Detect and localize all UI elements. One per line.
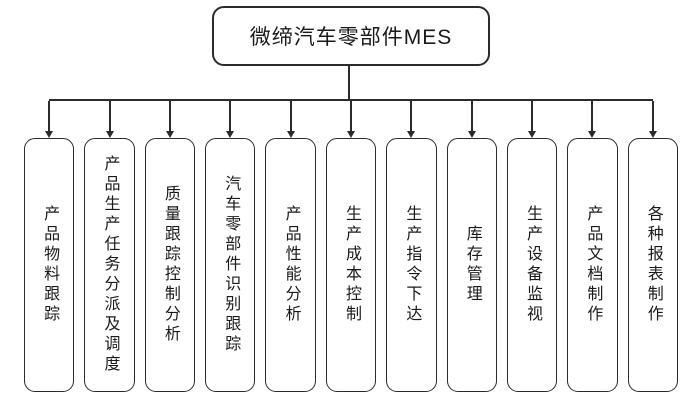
module-label: 各种报表制作 (644, 205, 662, 325)
module-column: 汽车零部件识别跟踪 (205, 101, 256, 392)
module-box: 生产指令下达 (386, 138, 437, 392)
arrowhead-down-icon (226, 131, 235, 138)
connector-bus-line (49, 99, 653, 101)
module-label: 产品性能分析 (282, 205, 300, 325)
connector-stem (289, 101, 292, 131)
arrowhead-down-icon (346, 131, 355, 138)
module-column: 生产成本控制 (325, 101, 377, 392)
connector-stem (229, 101, 232, 131)
connector-trunk-line (348, 64, 350, 101)
module-label: 生产指令下达 (403, 205, 421, 325)
module-label: 产品生产任务分派及调度 (101, 155, 119, 375)
module-box: 产品物料跟踪 (24, 138, 75, 392)
arrowhead-down-icon (588, 131, 597, 138)
module-box: 产品文档制作 (567, 138, 618, 392)
connector-stem (410, 101, 413, 131)
arrowhead-down-icon (467, 131, 476, 138)
connector-stem (651, 101, 654, 131)
module-column: 各种报表制作 (627, 101, 678, 392)
arrowhead-down-icon (45, 131, 54, 138)
module-box: 质量跟踪控制分析 (144, 138, 196, 392)
module-box: 产品性能分析 (265, 138, 316, 392)
module-label: 汽车零部件识别跟踪 (222, 175, 240, 355)
connector-stem (168, 101, 171, 131)
connector-stem (591, 101, 594, 131)
module-box: 生产成本控制 (325, 138, 377, 392)
connector-stem (48, 101, 51, 131)
connector-stem (349, 101, 352, 131)
module-label: 质量跟踪控制分析 (161, 185, 179, 345)
module-label: 库存管理 (463, 225, 481, 305)
module-box: 库存管理 (446, 138, 497, 392)
module-column: 产品物料跟踪 (24, 101, 75, 392)
module-label: 产品物料跟踪 (41, 205, 59, 325)
root-node: 微缔汽车零部件MES (212, 6, 490, 66)
module-box: 产品生产任务分派及调度 (84, 138, 135, 392)
module-column: 生产设备监视 (506, 101, 558, 392)
module-column: 生产指令下达 (386, 101, 437, 392)
root-node-label: 微缔汽车零部件MES (249, 26, 453, 49)
module-label: 生产设备监视 (524, 205, 542, 325)
module-column: 产品性能分析 (265, 101, 316, 392)
connector-stem (531, 101, 534, 131)
connector-stem (470, 101, 473, 131)
arrowhead-down-icon (165, 131, 174, 138)
module-box: 各种报表制作 (627, 138, 678, 392)
modules-row: 产品物料跟踪 产品生产任务分派及调度 质量跟踪控制分析 汽车零部件识别跟踪 (24, 101, 678, 392)
module-box: 汽车零部件识别跟踪 (205, 138, 256, 392)
arrowhead-down-icon (286, 131, 295, 138)
module-label: 生产成本控制 (342, 205, 360, 325)
module-box: 生产设备监视 (506, 138, 558, 392)
module-column: 产品生产任务分派及调度 (84, 101, 135, 392)
arrowhead-down-icon (528, 131, 537, 138)
module-column: 库存管理 (446, 101, 497, 392)
arrowhead-down-icon (105, 131, 114, 138)
module-column: 质量跟踪控制分析 (144, 101, 196, 392)
module-column: 产品文档制作 (567, 101, 618, 392)
connector-stem (108, 101, 111, 131)
arrowhead-down-icon (648, 131, 657, 138)
module-label: 产品文档制作 (584, 205, 602, 325)
arrowhead-down-icon (407, 131, 416, 138)
